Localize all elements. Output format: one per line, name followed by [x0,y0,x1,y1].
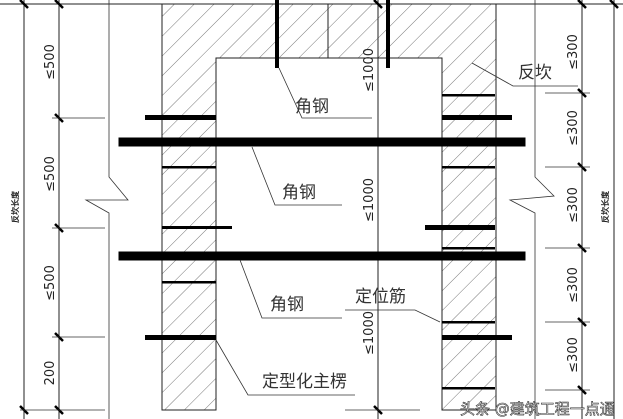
label-main-joist: 定型化主楞 [262,372,347,392]
label-positioning-bar: 定位筋 [355,287,406,307]
label-angle-steel: 角钢 [270,295,304,315]
dim-center: ≤1000 [362,178,377,222]
dim-left: ≤500 [43,265,58,301]
positioning-bar [442,247,495,250]
positioning-bar [162,166,216,169]
label-angle-steel: 角钢 [282,183,316,203]
leader-lines [215,62,578,396]
dim-right: ≤300 [566,337,581,373]
label-angle-steel: 角钢 [295,97,329,117]
right-extension-lines [545,92,590,391]
angle-steel-vertical [275,0,279,68]
dim-center: ≤1000 [362,48,377,92]
dim-right: ≤300 [566,187,581,223]
left-extension-lines [20,117,105,411]
dim-left: 200 [43,361,58,386]
dim-right-total: 反坎长度 [600,190,610,223]
angle-steel-bar [118,251,526,261]
dim-left: ≤500 [43,156,58,192]
positioning-bar [442,321,495,324]
dim-left: ≤500 [43,44,58,80]
angle-steel-vertical [386,0,390,68]
main-joist-bar [145,335,216,340]
dim-center: ≤1000 [362,311,377,355]
label-curb: 反坎 [518,63,552,83]
right-break-line [508,0,555,419]
angle-steel-bar [118,137,526,147]
dim-right: ≤300 [566,34,581,70]
watermark: 头条 @建筑工程一点通 [460,400,615,418]
positioning-bar [442,387,495,390]
positioning-bar [442,94,495,97]
main-joist-bar [145,115,216,120]
positioning-bar [442,166,495,169]
main-joist-bar [425,225,495,230]
positioning-bar [162,226,232,229]
main-joist-bar [442,115,512,120]
right-dim-ticks [577,0,619,395]
main-joist-bar [442,335,512,340]
left-break-line [84,0,129,419]
dim-right: ≤300 [566,110,581,146]
positioning-bar [162,281,216,284]
dim-right: ≤300 [566,267,581,303]
dim-left-total: 反坎长度 [10,190,20,223]
opening-clear [217,58,441,419]
